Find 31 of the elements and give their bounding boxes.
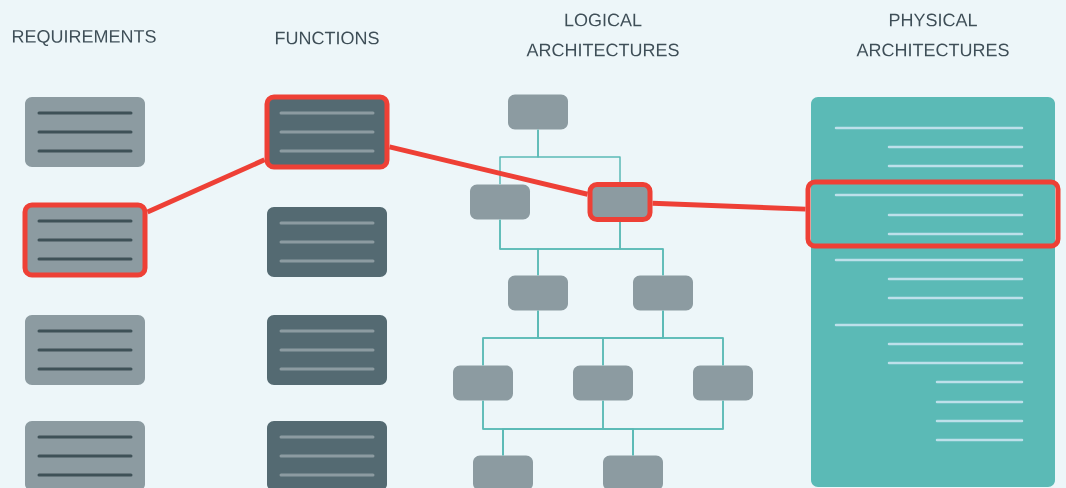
trace-line <box>146 157 266 215</box>
architecture-block <box>508 275 568 311</box>
function-card <box>267 315 387 385</box>
tree-connector <box>619 221 664 277</box>
architecture-block <box>573 365 633 401</box>
tree-connector <box>632 399 724 457</box>
architecture-block <box>470 184 530 220</box>
requirement-card <box>25 421 145 488</box>
architecture-block <box>473 455 533 488</box>
tree-connector <box>662 309 724 367</box>
architecture-block <box>508 94 568 130</box>
highlight-frame <box>805 179 1061 249</box>
function-card <box>264 94 390 170</box>
architecture-block <box>453 365 513 401</box>
column-heading: FUNCTIONS <box>276 31 379 45</box>
tree-connector <box>537 128 621 183</box>
architecture-block <box>603 455 663 488</box>
requirement-card <box>25 97 145 167</box>
column-heading: PHYSICAL ARCHITECTURES <box>856 13 1009 57</box>
function-card <box>267 421 387 488</box>
function-card <box>267 207 387 277</box>
physical-panel <box>811 97 1055 487</box>
trace-line <box>388 144 589 197</box>
architecture-block <box>693 365 753 401</box>
trace-line <box>652 200 806 212</box>
architecture-block <box>633 275 693 311</box>
architecture-block <box>587 182 653 222</box>
column-heading: REQUIREMENTS <box>12 30 156 46</box>
requirement-card <box>22 202 148 278</box>
column-heading: LOGICAL ARCHITECTURES <box>526 13 679 57</box>
requirement-card <box>25 315 145 385</box>
